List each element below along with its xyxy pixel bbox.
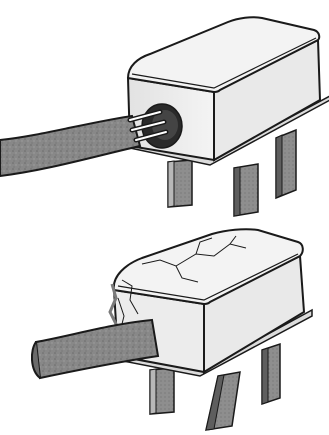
cable-intact xyxy=(0,109,169,178)
plug-intact-illustration xyxy=(0,16,329,217)
cable-damaged xyxy=(30,318,160,380)
plug-body xyxy=(126,16,329,166)
plug-pins-damaged xyxy=(149,342,281,431)
plug-damaged-panel xyxy=(0,220,329,435)
plug-pins xyxy=(167,128,297,217)
plug-damaged-illustration xyxy=(30,228,313,431)
plug-intact-panel xyxy=(0,16,329,217)
